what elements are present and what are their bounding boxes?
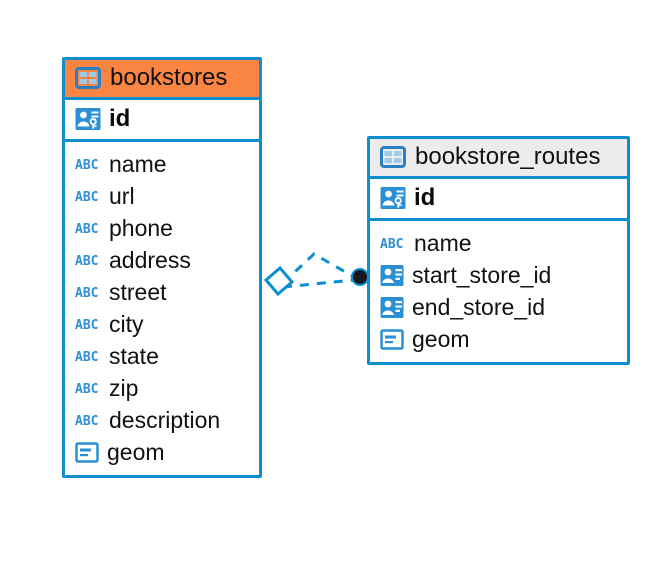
text-abc-icon: ABC xyxy=(75,220,101,236)
text-abc-icon: ABC xyxy=(75,284,101,300)
field-row[interactable]: ABC phone xyxy=(65,212,259,244)
entity-title: bookstore_routes xyxy=(415,143,601,170)
entity-bookstore-routes[interactable]: bookstore_routes id xyxy=(367,136,630,365)
field-label: geom xyxy=(412,325,470,352)
field-row[interactable]: ABC street xyxy=(65,276,259,308)
field-row[interactable]: ABC city xyxy=(65,308,259,340)
svg-text:ABC: ABC xyxy=(75,350,98,364)
text-abc-icon: ABC xyxy=(75,188,101,204)
field-label: geom xyxy=(107,438,165,465)
field-row[interactable]: end_store_id xyxy=(370,291,627,323)
primary-key-icon xyxy=(75,107,101,131)
field-label: phone xyxy=(109,214,173,241)
entity-bookstores[interactable]: bookstores id xyxy=(62,57,262,478)
field-label: name xyxy=(414,229,472,256)
text-abc-icon: ABC xyxy=(75,316,101,332)
table-icon xyxy=(380,146,406,168)
field-row[interactable]: ABC address xyxy=(65,244,259,276)
svg-text:ABC: ABC xyxy=(75,414,98,428)
field-row[interactable]: start_store_id xyxy=(370,259,627,291)
field-label: name xyxy=(109,150,167,177)
field-label: start_store_id xyxy=(412,261,552,288)
field-row[interactable]: ABC url xyxy=(65,180,259,212)
geometry-icon xyxy=(75,441,99,463)
text-abc-icon: ABC xyxy=(75,252,101,268)
entity-header-bookstores[interactable]: bookstores xyxy=(65,60,259,100)
geometry-icon xyxy=(380,328,404,350)
field-row[interactable]: ABC state xyxy=(65,340,259,372)
entity-header-bookstore-routes[interactable]: bookstore_routes xyxy=(370,139,627,179)
field-row[interactable]: ABC name xyxy=(65,148,259,180)
svg-text:ABC: ABC xyxy=(380,237,403,251)
field-label: end_store_id xyxy=(412,293,545,320)
svg-text:ABC: ABC xyxy=(75,318,98,332)
field-list: ABC name start_store_id xyxy=(370,221,627,362)
field-label: zip xyxy=(109,374,139,401)
field-row[interactable]: geom xyxy=(370,323,627,355)
primary-key-row[interactable]: id xyxy=(370,179,627,221)
text-abc-icon: ABC xyxy=(75,156,101,172)
foreign-key-icon xyxy=(380,296,404,319)
text-abc-icon: ABC xyxy=(75,412,101,428)
entity-title: bookstores xyxy=(110,64,228,91)
text-abc-icon: ABC xyxy=(75,380,101,396)
field-row[interactable]: geom xyxy=(65,436,259,468)
field-row[interactable]: ABC zip xyxy=(65,372,259,404)
text-abc-icon: ABC xyxy=(75,348,101,364)
field-label: street xyxy=(109,278,167,305)
foreign-key-icon xyxy=(380,264,404,287)
field-list: ABC name ABC url ABC pho xyxy=(65,142,259,475)
svg-text:ABC: ABC xyxy=(75,190,98,204)
primary-key-icon xyxy=(380,186,406,210)
field-label: city xyxy=(109,310,144,337)
text-abc-icon: ABC xyxy=(380,235,406,251)
svg-text:ABC: ABC xyxy=(75,286,98,300)
field-label: url xyxy=(109,182,135,209)
field-label: address xyxy=(109,246,191,273)
relationship-line-upper xyxy=(281,252,355,285)
primary-key-row[interactable]: id xyxy=(65,100,259,142)
diamond-marker xyxy=(263,265,295,297)
field-label: state xyxy=(109,342,159,369)
relationship-line-lower xyxy=(282,278,355,289)
svg-text:ABC: ABC xyxy=(75,158,98,172)
primary-key-label: id xyxy=(414,184,436,211)
field-label: description xyxy=(109,406,221,433)
field-row[interactable]: ABC description xyxy=(65,404,259,436)
svg-text:ABC: ABC xyxy=(75,382,98,396)
field-row[interactable]: ABC name xyxy=(370,227,627,259)
table-icon xyxy=(75,67,101,89)
svg-text:ABC: ABC xyxy=(75,254,98,268)
primary-key-label: id xyxy=(109,105,131,132)
svg-text:ABC: ABC xyxy=(75,222,98,236)
